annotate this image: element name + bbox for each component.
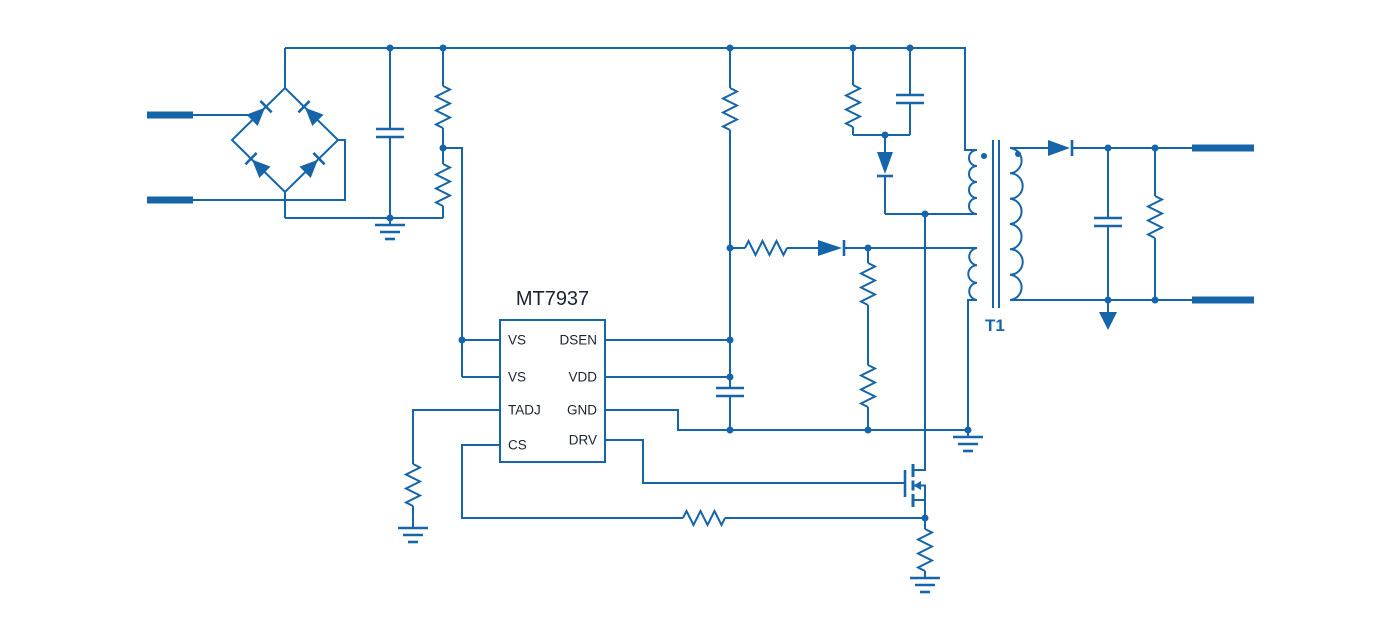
transformer-t1: T1 [967,140,1024,430]
pin-label-cs: CS [508,438,527,453]
pin-label-dsen: DSEN [559,333,597,348]
primary-winding [968,149,978,215]
rcd-clamp [843,48,924,214]
ic-body [499,319,606,463]
output-rectifier [1010,140,1253,301]
bridge-rectifier [230,48,340,218]
hv-bus [285,47,977,219]
pin-label-vs1: VS [508,333,526,348]
output-common-arrow [1099,300,1117,330]
ac-input-terminals [147,111,346,204]
startup-resistor-vdd-cap [716,48,744,430]
mosfet [903,464,926,518]
output-load-resistor [1145,148,1165,300]
output-terminals [1192,144,1254,304]
primary-drain-wiring [885,213,977,471]
primary-phase-dot [981,153,987,159]
pin-label-vdd: VDD [568,370,597,385]
aux-diode-icon [818,240,842,256]
bridge-diode-icon [297,100,324,127]
source-sense-resistor [915,518,935,578]
aux-sense-line [730,238,977,258]
cs-sense-line [461,444,925,528]
pin-label-vs2: VS [508,370,526,385]
transformer-designator: T1 [985,316,1005,335]
bridge-diode-icon [299,152,326,179]
bridge-diode-icon [244,152,271,179]
vs-divider-resistors [433,48,500,378]
junction-dots [386,44,1159,522]
down-arrow-icon [1099,312,1117,330]
ic-right-wiring [605,339,968,484]
pin-label-drv: DRV [569,433,597,448]
bulk-capacitor [376,48,404,218]
secondary-phase-dot [1015,151,1021,157]
pin-label-tadj: TADJ [508,403,541,418]
output-diode-icon [1048,140,1070,156]
ground-symbol [910,576,940,594]
aux-winding [967,247,978,301]
bridge-diode-icon [246,100,273,127]
aux-divider-resistors [858,248,878,430]
ground-symbol [398,526,428,544]
ic-part-number: MT7937 [516,288,589,310]
mosfet-arrow-icon [913,481,921,490]
output-capacitor [1094,148,1122,300]
ic-mt7937: MT7937 VS VS TADJ CS DSEN VDD GND DRV [499,288,606,463]
tadj-resistor [403,409,500,528]
secondary-winding [1009,147,1024,301]
pin-label-gnd: GND [567,403,597,418]
clamp-diode-icon [877,152,893,174]
